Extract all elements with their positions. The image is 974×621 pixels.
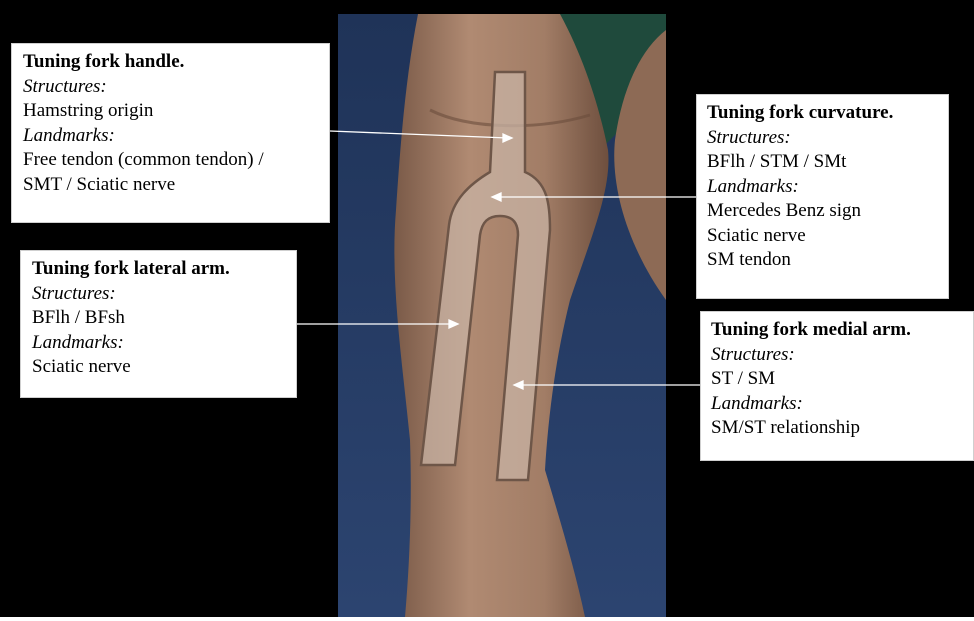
structures-label: Structures: [32,282,296,307]
landmarks-label: Landmarks: [32,331,296,356]
structure-item: ST / SM [711,367,973,392]
landmark-item: SMT / Sciatic nerve [23,173,329,198]
callout-heading: Tuning fork medial arm. [711,318,973,343]
structures-label: Structures: [23,75,329,100]
landmark-item: Sciatic nerve [32,355,296,380]
landmark-item: SM/ST relationship [711,416,973,441]
landmarks-label: Landmarks: [23,124,329,149]
landmarks-label: Landmarks: [711,392,973,417]
callout-medial-arm: Tuning fork medial arm. Structures: ST /… [700,311,974,461]
structure-item: Hamstring origin [23,99,329,124]
structures-label: Structures: [707,126,948,151]
callout-curvature: Tuning fork curvature. Structures: BFlh … [696,94,949,299]
callout-handle: Tuning fork handle. Structures: Hamstrin… [11,43,330,223]
callout-lateral-arm: Tuning fork lateral arm. Structures: BFl… [20,250,297,398]
callout-heading: Tuning fork curvature. [707,101,948,126]
bottom-border [0,617,974,621]
structure-item: BFlh / BFsh [32,306,296,331]
callout-heading: Tuning fork lateral arm. [32,257,296,282]
landmark-item: SM tendon [707,248,948,273]
landmark-item: Sciatic nerve [707,224,948,249]
landmark-item: Free tendon (common tendon) / [23,148,329,173]
structure-item: BFlh / STM / SMt [707,150,948,175]
landmarks-label: Landmarks: [707,175,948,200]
callout-heading: Tuning fork handle. [23,50,329,75]
landmark-item: Mercedes Benz sign [707,199,948,224]
structures-label: Structures: [711,343,973,368]
